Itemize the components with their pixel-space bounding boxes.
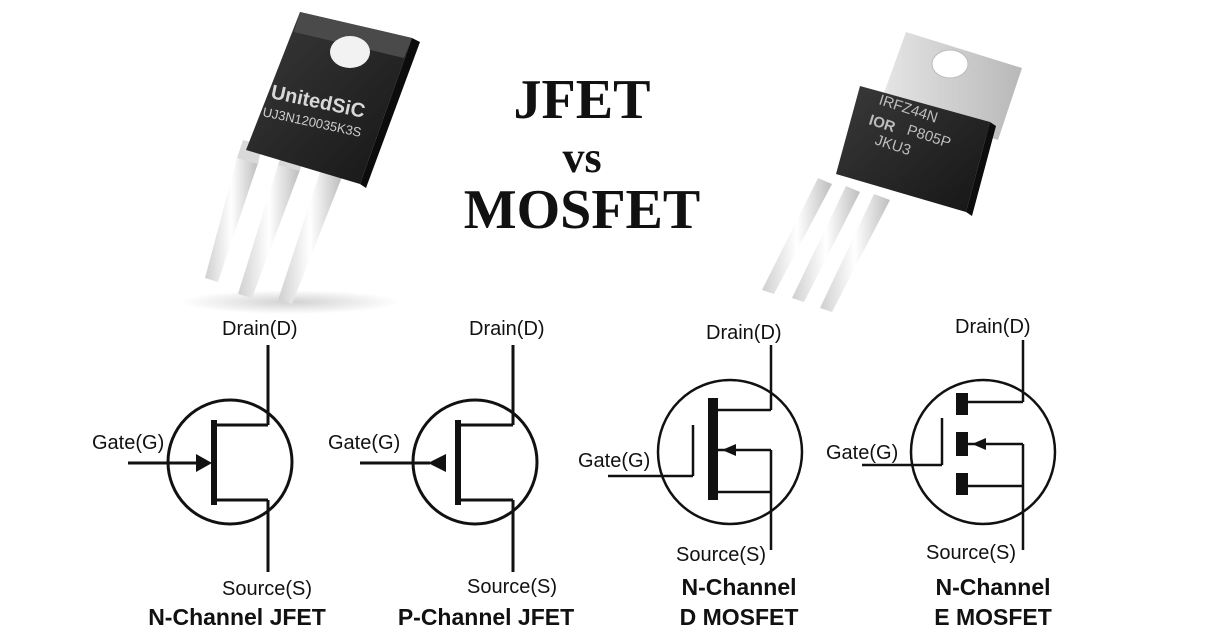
- source-label: Source(S): [926, 542, 1017, 564]
- title-jfet: JFET: [513, 69, 651, 131]
- caption-p-channel-jfet: P-Channel JFET: [397, 604, 575, 630]
- package-body: [836, 86, 990, 212]
- caption-n-channel: N-Channel: [935, 574, 1051, 600]
- drain-label: Drain(D): [469, 318, 545, 340]
- drain-label: Drain(D): [706, 322, 782, 344]
- gate-label: Gate(G): [578, 450, 651, 472]
- gate-label: Gate(G): [826, 442, 899, 464]
- to220-transistor-image: IRFZ44N IOR P805P JKU3: [762, 32, 1022, 312]
- n-channel-d-mosfet-symbol: [608, 345, 804, 550]
- source-label: Source(S): [676, 544, 767, 566]
- caption-e-mosfet: E MOSFET: [934, 604, 1052, 630]
- drain-label: Drain(D): [955, 316, 1031, 338]
- package-body: [246, 12, 412, 184]
- title-vs: vs: [562, 133, 602, 182]
- lead-2: [238, 165, 300, 298]
- gate-arrow: [428, 454, 446, 472]
- gate-label: Gate(G): [328, 432, 401, 454]
- title-mosfet: MOSFET: [463, 179, 701, 241]
- caption-n-channel-jfet: N-Channel JFET: [148, 604, 326, 630]
- source-label: Source(S): [222, 578, 313, 600]
- p-channel-jfet-symbol: [360, 345, 539, 572]
- drain-label: Drain(D): [222, 318, 298, 340]
- lead-3: [820, 194, 890, 312]
- gate-label: Gate(G): [92, 432, 165, 454]
- lead-1: [205, 158, 258, 282]
- mounting-hole: [330, 36, 370, 68]
- source-label: Source(S): [467, 576, 558, 598]
- n-channel-e-mosfet-symbol: [862, 340, 1057, 550]
- n-channel-jfet-symbol: [128, 345, 294, 572]
- gate-arrow: [196, 454, 212, 472]
- lead-3: [278, 172, 342, 304]
- lead-2: [792, 186, 860, 302]
- caption-n-channel: N-Channel: [681, 574, 797, 600]
- caption-d-mosfet: D MOSFET: [679, 604, 799, 630]
- to247-transistor-image: UnitedSiC UJ3N120035K3S: [180, 12, 420, 314]
- lead-1: [762, 178, 832, 294]
- tab-hole: [931, 49, 969, 79]
